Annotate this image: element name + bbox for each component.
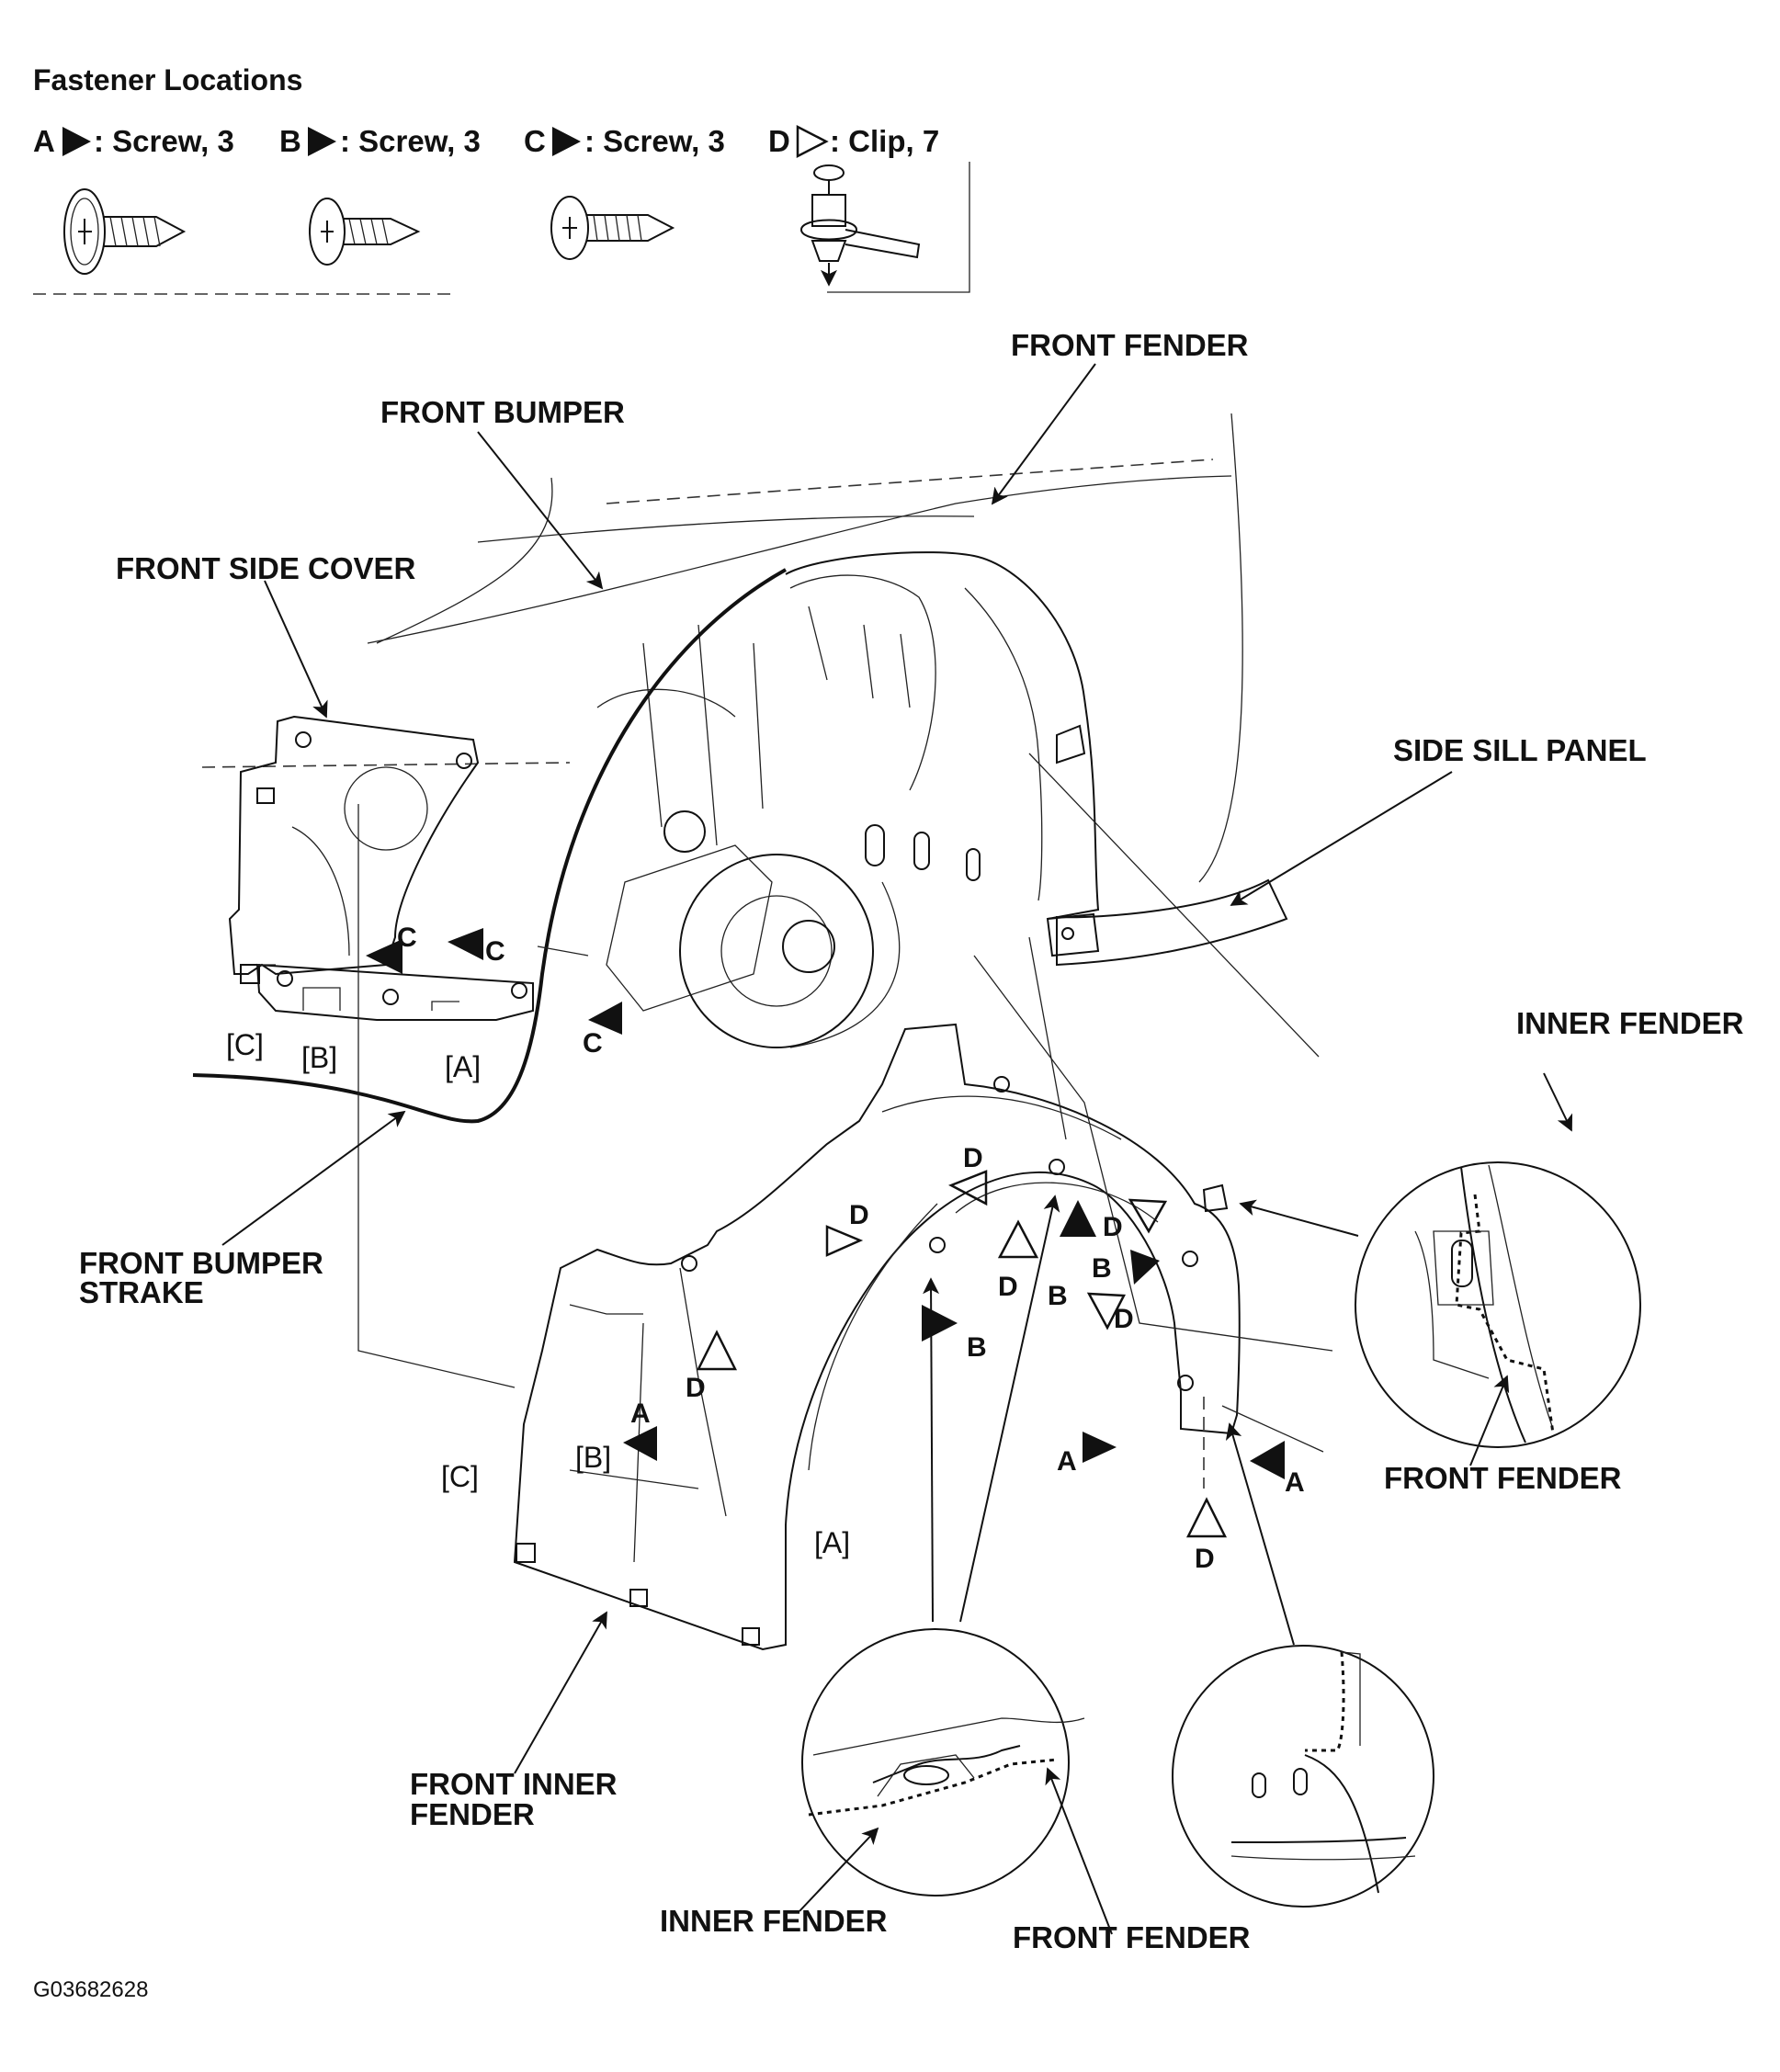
- clip-d-marker-icon: [796, 124, 829, 159]
- ref-label-c: [C]: [226, 1028, 264, 1061]
- front-bumper-edge: [192, 568, 787, 1124]
- screw-a-marker: [1250, 1441, 1285, 1479]
- legend-desc-c: : Screw, 3: [584, 124, 725, 158]
- legend-key-b: B: [279, 124, 301, 158]
- marker-label-d: D: [998, 1272, 1018, 1302]
- marker-label-b: B: [1048, 1281, 1068, 1311]
- clip-d-marker: [696, 1330, 738, 1371]
- marker-label-c: C: [485, 936, 505, 967]
- screw-a-marker-icon: [62, 127, 91, 156]
- label-front-fender: FRONT FENDER: [1011, 328, 1249, 362]
- clip-d-icon: [799, 162, 970, 293]
- marker-label-d: D: [1195, 1544, 1215, 1574]
- label-inner-fender-bottom: INNER FENDER: [660, 1904, 888, 1938]
- marker-label-c: C: [397, 923, 417, 953]
- label-front-side-cover: FRONT SIDE COVER: [116, 551, 416, 585]
- leader-lines: [221, 363, 1573, 1935]
- label-front-fender-detail: FRONT FENDER: [1384, 1461, 1622, 1495]
- front-side-cover: [228, 715, 480, 984]
- screw-c-marker: [588, 1002, 622, 1035]
- ref-label-c: [C]: [441, 1460, 479, 1493]
- fastener-legend: Fastener Locations A : Screw, 3 B : Scre…: [33, 63, 970, 295]
- screw-b-marker: [1130, 1250, 1160, 1285]
- label-side-sill-panel: SIDE SILL PANEL: [1393, 733, 1647, 767]
- ref-label-b: [B]: [575, 1441, 611, 1474]
- screw-c-marker: [366, 939, 402, 974]
- ref-label-a: [A]: [814, 1526, 850, 1559]
- figure-code: G03682628: [33, 1977, 148, 2002]
- screw-c-marker: [448, 928, 483, 960]
- marker-label-a: A: [1057, 1446, 1077, 1477]
- screw-b-marker-icon: [308, 127, 336, 156]
- detail-circle-bottom-center: [801, 1628, 1085, 1897]
- screw-a-marker: [623, 1426, 657, 1461]
- clip-d-marker: [997, 1219, 1039, 1259]
- detail-circle-bottom-right: [1172, 1645, 1434, 1908]
- label-inner-fender: INNER FENDER: [1516, 1006, 1744, 1040]
- legend-key-a: A: [33, 124, 55, 158]
- legend-key-d: D: [768, 124, 790, 158]
- legend-desc-d: : Clip, 7: [830, 124, 939, 158]
- label-front-bumper: FRONT BUMPER: [380, 395, 625, 429]
- part-labels: FRONT FENDER FRONT BUMPER FRONT SIDE COV…: [79, 328, 1744, 1954]
- label-front-bumper-strake-line2: STRAKE: [79, 1275, 204, 1309]
- legend-desc-a: : Screw, 3: [94, 124, 234, 158]
- ref-label-b: [B]: [301, 1041, 337, 1074]
- marker-label-d: D: [686, 1373, 706, 1403]
- screw-a-icon: [63, 188, 187, 275]
- clip-d-marker: [1128, 1198, 1168, 1234]
- marker-letters: C C C A A A B B B D D D D D D D [C] [B] …: [226, 923, 1305, 1574]
- legend-key-c: C: [524, 124, 546, 158]
- marker-label-a: A: [630, 1398, 651, 1429]
- marker-label-b: B: [1092, 1253, 1112, 1284]
- screw-b-marker: [1060, 1200, 1096, 1237]
- marker-label-c: C: [583, 1028, 603, 1059]
- marker-label-d: D: [849, 1200, 869, 1230]
- front-bumper-strake: [255, 963, 534, 1021]
- marker-label-a: A: [1285, 1467, 1305, 1498]
- screw-c-marker-icon: [552, 127, 581, 156]
- label-front-fender-bottom: FRONT FENDER: [1013, 1920, 1251, 1954]
- legend-title: Fastener Locations: [33, 63, 302, 96]
- assembly-guides: [357, 753, 1333, 1489]
- vehicle-body-outline: [201, 413, 1288, 1048]
- screw-a-marker: [1083, 1432, 1117, 1463]
- label-front-inner-fender-line2: FENDER: [410, 1797, 535, 1831]
- legend-desc-b: : Screw, 3: [340, 124, 481, 158]
- screw-b-marker: [922, 1305, 958, 1342]
- label-front-bumper-strake-line1: FRONT BUMPER: [79, 1246, 323, 1280]
- fastener-markers: [366, 928, 1285, 1538]
- marker-label-d: D: [1103, 1212, 1123, 1242]
- screw-b-icon: [309, 198, 421, 266]
- detail-circle-right: [1355, 1161, 1641, 1448]
- clip-d-marker: [825, 1225, 864, 1257]
- front-inner-fender: [513, 1023, 1241, 1651]
- screw-c-icon: [550, 196, 675, 260]
- ref-label-a: [A]: [445, 1050, 481, 1083]
- clip-d-marker: [1185, 1497, 1228, 1538]
- marker-label-b: B: [967, 1332, 987, 1363]
- marker-label-d: D: [963, 1143, 983, 1173]
- clip-d-marker: [948, 1170, 988, 1206]
- marker-label-d: D: [1114, 1304, 1134, 1334]
- label-front-inner-fender-line1: FRONT INNER: [410, 1767, 618, 1801]
- clip-d-marker: [1086, 1292, 1126, 1330]
